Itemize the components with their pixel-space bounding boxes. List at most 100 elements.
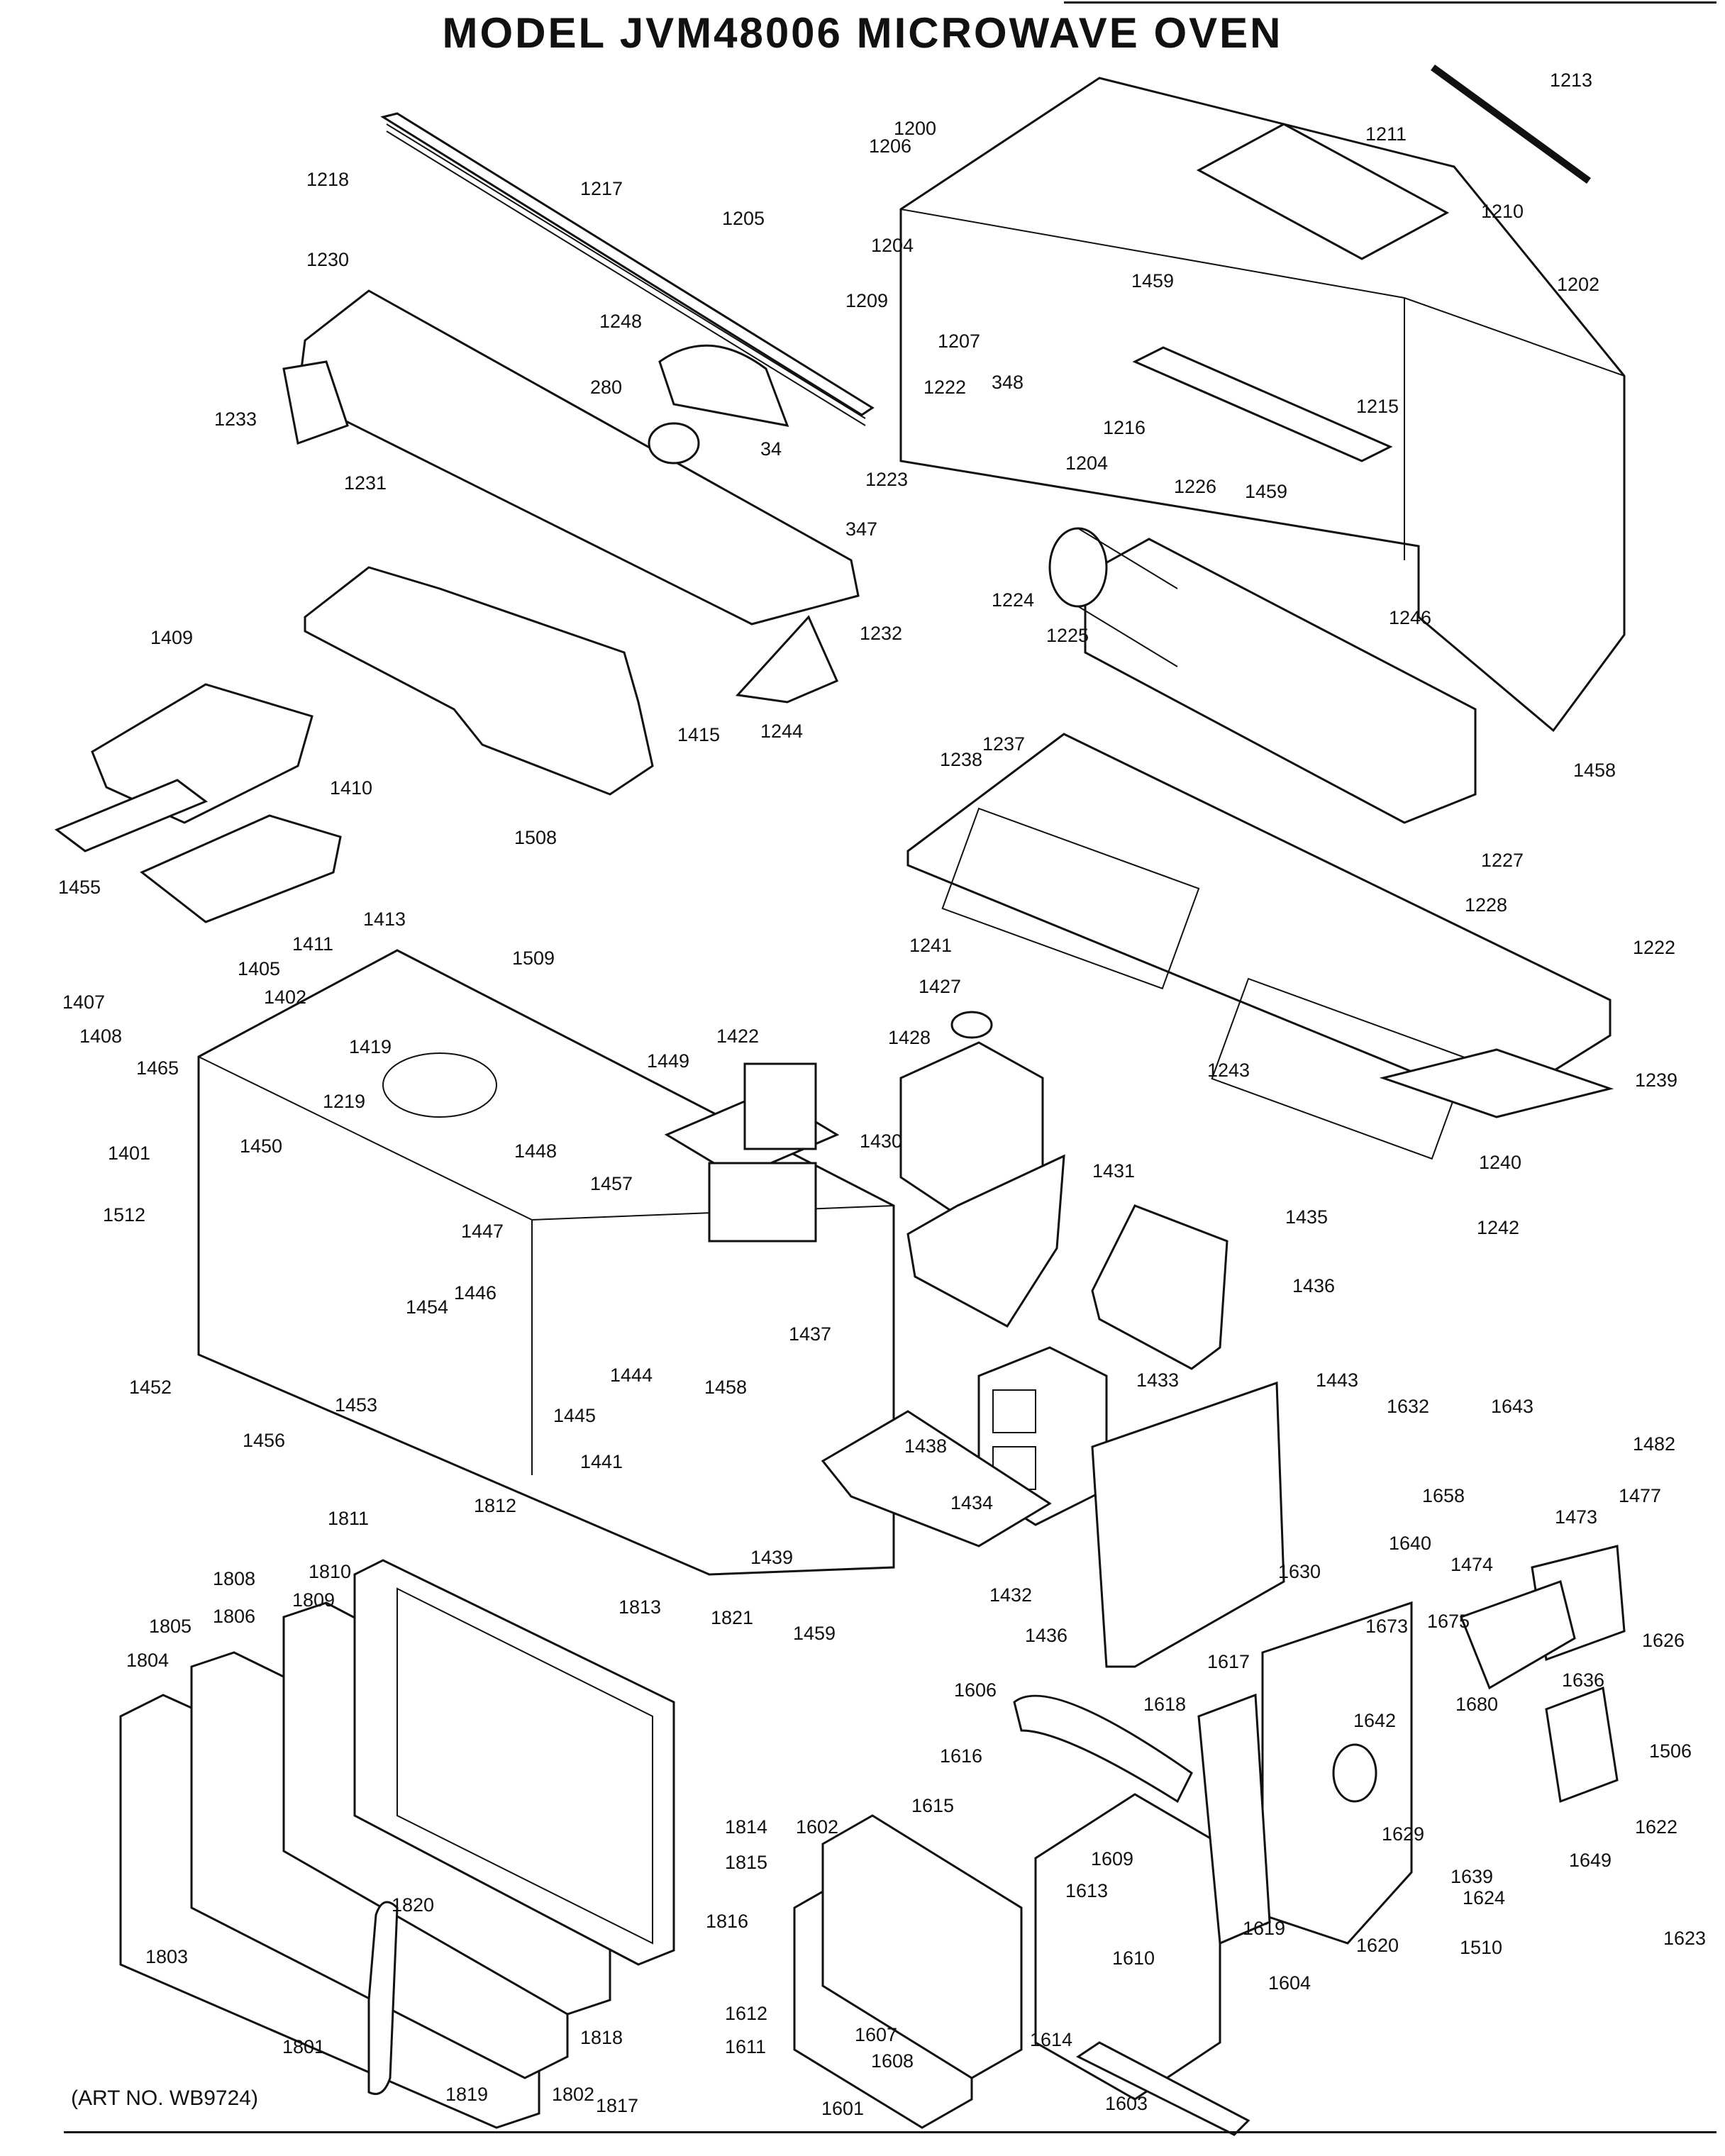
stirrer-motor-illustration — [664, 1062, 840, 1243]
inner-tray-illustration — [906, 733, 1612, 1160]
part-label-1607: 1607 — [855, 2024, 897, 2045]
part-label-1450: 1450 — [240, 1135, 282, 1157]
part-label-1806: 1806 — [213, 1606, 255, 1627]
part-label-1458: 1458 — [1573, 760, 1616, 781]
part-label-1643: 1643 — [1491, 1396, 1533, 1417]
part-label-1206: 1206 — [869, 135, 911, 157]
part-label-1205: 1205 — [722, 208, 765, 229]
part-label-1675: 1675 — [1427, 1611, 1470, 1632]
title-rule — [1064, 1, 1716, 4]
part-label-1614: 1614 — [1030, 2029, 1072, 2050]
part-label-1639: 1639 — [1451, 1866, 1493, 1887]
part-label-1606: 1606 — [954, 1679, 997, 1701]
part-label-280: 280 — [590, 377, 622, 398]
part-label-1225: 1225 — [1046, 625, 1089, 646]
part-label-1230: 1230 — [306, 249, 349, 270]
part-label-1436: 1436 — [1025, 1625, 1067, 1646]
part-label-1803: 1803 — [145, 1946, 188, 1967]
part-label-1407: 1407 — [62, 991, 105, 1013]
part-label-1609: 1609 — [1091, 1848, 1133, 1869]
part-label-1813: 1813 — [619, 1596, 661, 1618]
board-1636-illustration — [1545, 1686, 1619, 1804]
door-assembly-illustration — [119, 1559, 675, 2129]
part-label-1435: 1435 — [1285, 1206, 1328, 1228]
part-label-1237: 1237 — [982, 733, 1025, 755]
part-label-1626: 1626 — [1642, 1630, 1685, 1651]
timer-knob-illustration — [1332, 1743, 1377, 1803]
grille-strip-illustration — [380, 112, 875, 426]
strip-1603-illustration — [1076, 2041, 1250, 2136]
part-label-1413: 1413 — [363, 908, 406, 930]
part-label-1658: 1658 — [1422, 1485, 1465, 1506]
part-label-1821: 1821 — [711, 1607, 753, 1628]
part-label-1636: 1636 — [1562, 1669, 1604, 1691]
part-label-1459: 1459 — [793, 1623, 836, 1644]
part-label-1819: 1819 — [445, 2084, 488, 2105]
part-label-1452: 1452 — [129, 1377, 172, 1398]
cover-1409-illustration — [91, 683, 314, 824]
part-label-1439: 1439 — [750, 1547, 793, 1568]
part-label-348: 348 — [992, 372, 1024, 393]
part-label-1211: 1211 — [1365, 123, 1407, 145]
part-label-1449: 1449 — [647, 1050, 689, 1072]
air-duct-illustration — [304, 566, 654, 796]
part-label-1459: 1459 — [1245, 481, 1287, 502]
part-label-1454: 1454 — [406, 1296, 448, 1318]
part-label-1816: 1816 — [706, 1911, 748, 1932]
part-label-1808: 1808 — [213, 1568, 255, 1589]
part-label-1810: 1810 — [309, 1561, 351, 1582]
part-label-1443: 1443 — [1316, 1369, 1358, 1391]
part-label-1222: 1222 — [923, 377, 966, 398]
part-label-1200: 1200 — [894, 118, 936, 139]
part-label-1231: 1231 — [344, 472, 387, 494]
part-label-1432: 1432 — [989, 1584, 1032, 1606]
part-label-1233: 1233 — [214, 409, 257, 430]
part-label-1227: 1227 — [1481, 850, 1524, 871]
part-label-1680: 1680 — [1455, 1694, 1498, 1715]
part-label-347: 347 — [845, 518, 877, 540]
bracket-1675-illustration — [1460, 1580, 1576, 1690]
part-label-1242: 1242 — [1477, 1217, 1519, 1238]
part-label-1436: 1436 — [1292, 1275, 1335, 1296]
tube-1606-illustration — [1013, 1694, 1193, 1804]
part-label-1611: 1611 — [725, 2036, 766, 2057]
part-label-1444: 1444 — [610, 1365, 653, 1386]
bottom-rule — [64, 2131, 1716, 2133]
part-label-1624: 1624 — [1463, 1887, 1505, 1908]
part-label-1801: 1801 — [282, 2036, 325, 2057]
part-label-1465: 1465 — [136, 1057, 179, 1079]
part-label-1219: 1219 — [323, 1091, 365, 1112]
part-label-1610: 1610 — [1112, 1947, 1155, 1969]
shield-1431-illustration — [906, 1154, 1065, 1328]
part-label-1809: 1809 — [292, 1589, 335, 1611]
part-label-1482: 1482 — [1633, 1433, 1675, 1455]
part-label-1248: 1248 — [599, 311, 642, 332]
cover-1435-illustration — [1091, 1204, 1228, 1370]
part-label-1204: 1204 — [871, 235, 914, 256]
bracket-1233-illustration — [282, 360, 349, 445]
part-label-1604: 1604 — [1268, 1972, 1311, 1994]
rod-illustration — [1431, 64, 1591, 184]
part-label-1223: 1223 — [865, 469, 908, 490]
part-label-1453: 1453 — [335, 1394, 377, 1416]
bracket-1410-illustration — [140, 814, 342, 923]
part-label-1411: 1411 — [292, 933, 333, 955]
part-label-1673: 1673 — [1365, 1616, 1408, 1637]
part-label-1805: 1805 — [149, 1616, 192, 1637]
part-label-1802: 1802 — [552, 2084, 594, 2105]
part-label-1603: 1603 — [1105, 2093, 1148, 2114]
part-label-1620: 1620 — [1356, 1935, 1399, 1956]
part-label-1427: 1427 — [919, 976, 961, 997]
art-number: (ART NO. WB9724) — [71, 2086, 258, 2110]
base-plate-illustration — [821, 1410, 1052, 1547]
part-label-1240: 1240 — [1479, 1152, 1521, 1173]
part-label-1804: 1804 — [126, 1650, 169, 1671]
part-label-1446: 1446 — [454, 1282, 497, 1304]
part-label-1512: 1512 — [103, 1204, 145, 1226]
door-frame-1602-illustration — [821, 1814, 1023, 2079]
part-label-1455: 1455 — [58, 877, 101, 898]
part-label-1419: 1419 — [349, 1036, 392, 1057]
bracket-1232-illustration — [735, 615, 838, 704]
part-label-1438: 1438 — [904, 1435, 947, 1457]
part-label-1239: 1239 — [1635, 1069, 1677, 1091]
